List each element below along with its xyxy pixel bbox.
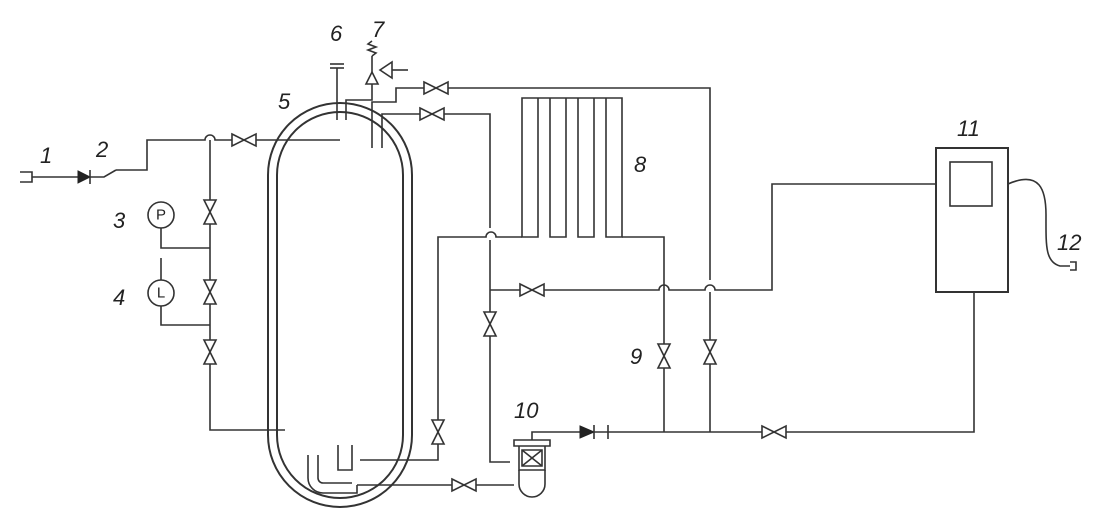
label-12: 12 bbox=[1057, 230, 1081, 255]
top-right-lines bbox=[419, 80, 711, 340]
return-line bbox=[360, 311, 510, 463]
label-4: 4 bbox=[113, 285, 125, 310]
vent-valve-1[interactable] bbox=[656, 343, 672, 369]
label-10: 10 bbox=[514, 398, 539, 423]
top-valve-2[interactable] bbox=[419, 106, 445, 122]
bottom-return bbox=[608, 292, 975, 440]
internal-dip-tubes bbox=[371, 87, 424, 148]
gauge-valve-1[interactable] bbox=[202, 199, 218, 225]
bottom-drain bbox=[307, 445, 514, 494]
bottom-valve[interactable] bbox=[761, 424, 787, 440]
label-2: 2 bbox=[95, 137, 108, 162]
instrument-column: P L bbox=[147, 140, 285, 431]
gauge-valve-2[interactable] bbox=[202, 279, 218, 305]
label-11: 11 bbox=[957, 116, 980, 141]
controller bbox=[935, 147, 1077, 293]
label-8: 8 bbox=[634, 152, 647, 177]
pressure-gauge-label: P bbox=[156, 207, 166, 224]
label-9: 9 bbox=[630, 344, 642, 369]
label-7: 7 bbox=[372, 17, 385, 42]
main-vessel bbox=[267, 102, 413, 508]
label-6: 6 bbox=[330, 21, 343, 46]
vent-valves bbox=[656, 339, 718, 432]
level-gauge-icon bbox=[147, 279, 175, 307]
relief-valve[interactable] bbox=[364, 40, 408, 85]
label-3: 3 bbox=[113, 208, 126, 233]
tube-bundle bbox=[437, 97, 665, 420]
pump-suction-valve[interactable] bbox=[482, 311, 498, 337]
label-5: 5 bbox=[278, 89, 291, 114]
drain-valve[interactable] bbox=[451, 477, 477, 493]
level-gauge-label: L bbox=[157, 285, 165, 302]
feed-valve[interactable] bbox=[231, 132, 257, 148]
return-valve[interactable] bbox=[430, 419, 446, 445]
vessel-feed-line bbox=[200, 132, 340, 148]
gauge-valve-3[interactable] bbox=[202, 339, 218, 365]
top-nozzle bbox=[330, 63, 373, 120]
label-1: 1 bbox=[40, 143, 52, 168]
pressure-gauge-icon bbox=[147, 201, 175, 229]
inlet-line bbox=[20, 139, 200, 184]
middle-valve[interactable] bbox=[519, 282, 545, 298]
controller-line bbox=[490, 183, 936, 298]
pump-icon bbox=[513, 425, 609, 498]
controller-screen bbox=[949, 161, 993, 207]
vent-valve-2[interactable] bbox=[702, 339, 718, 365]
top-valve-1[interactable] bbox=[423, 80, 449, 96]
